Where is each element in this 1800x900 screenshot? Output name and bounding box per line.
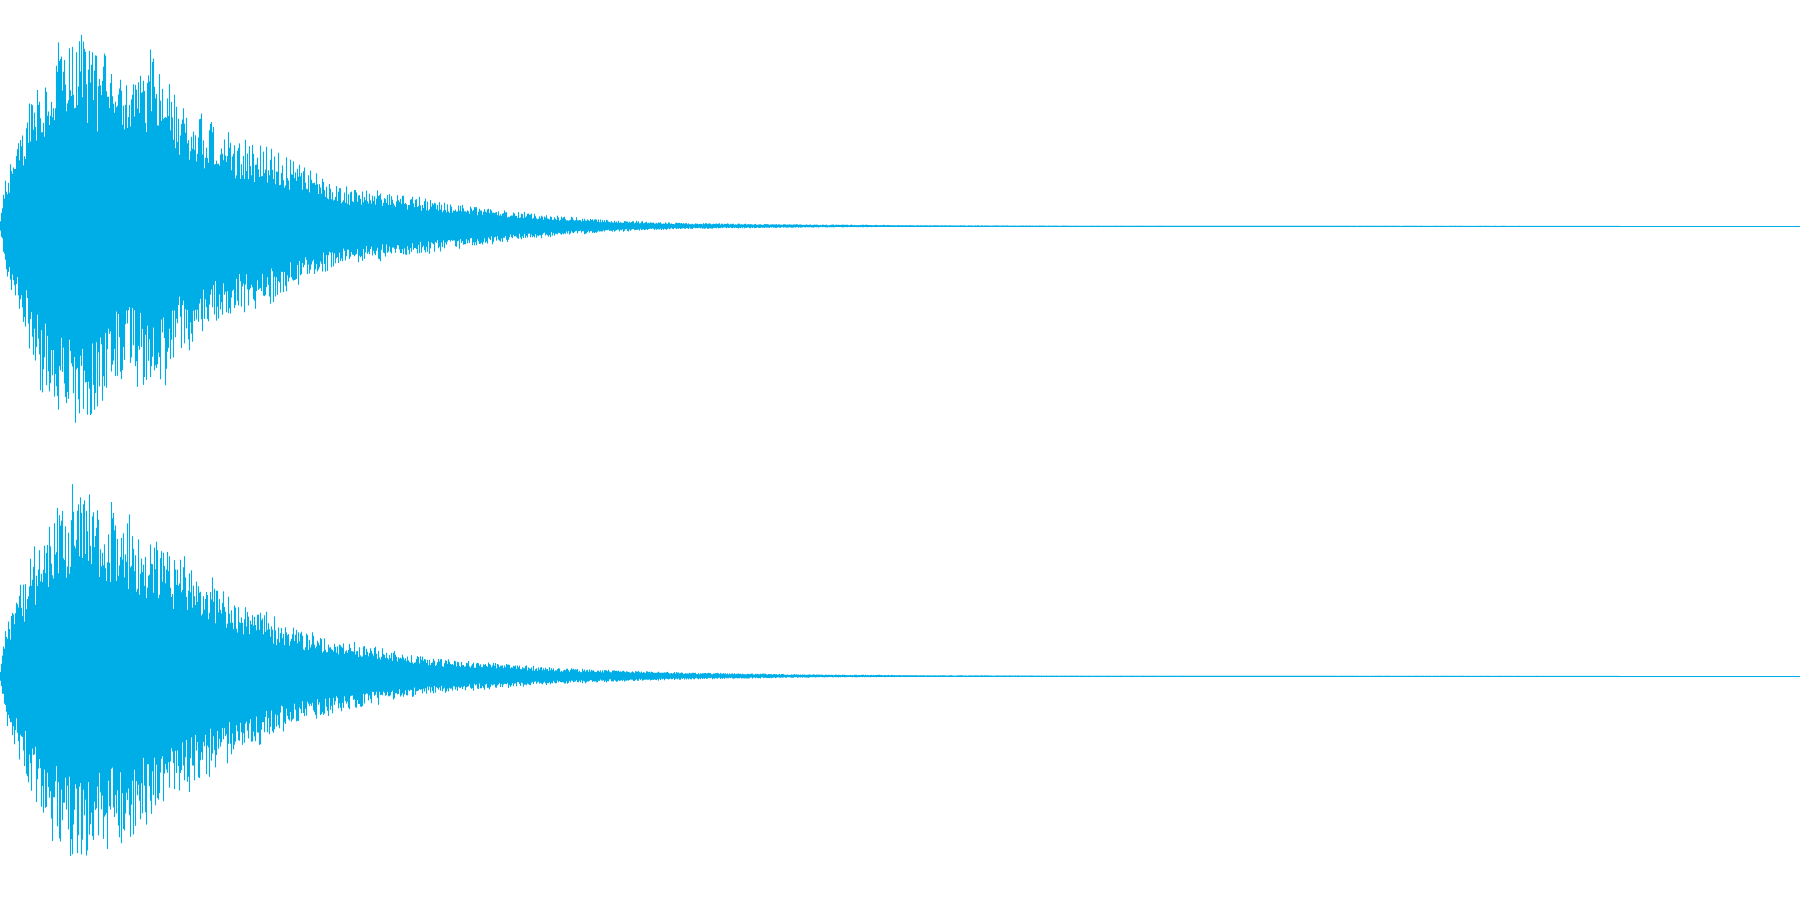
channel-2-track <box>0 484 1800 856</box>
waveform-channel-2 <box>0 484 1621 856</box>
waveform-channel-1 <box>0 34 1621 423</box>
channel-1-track <box>0 34 1800 423</box>
